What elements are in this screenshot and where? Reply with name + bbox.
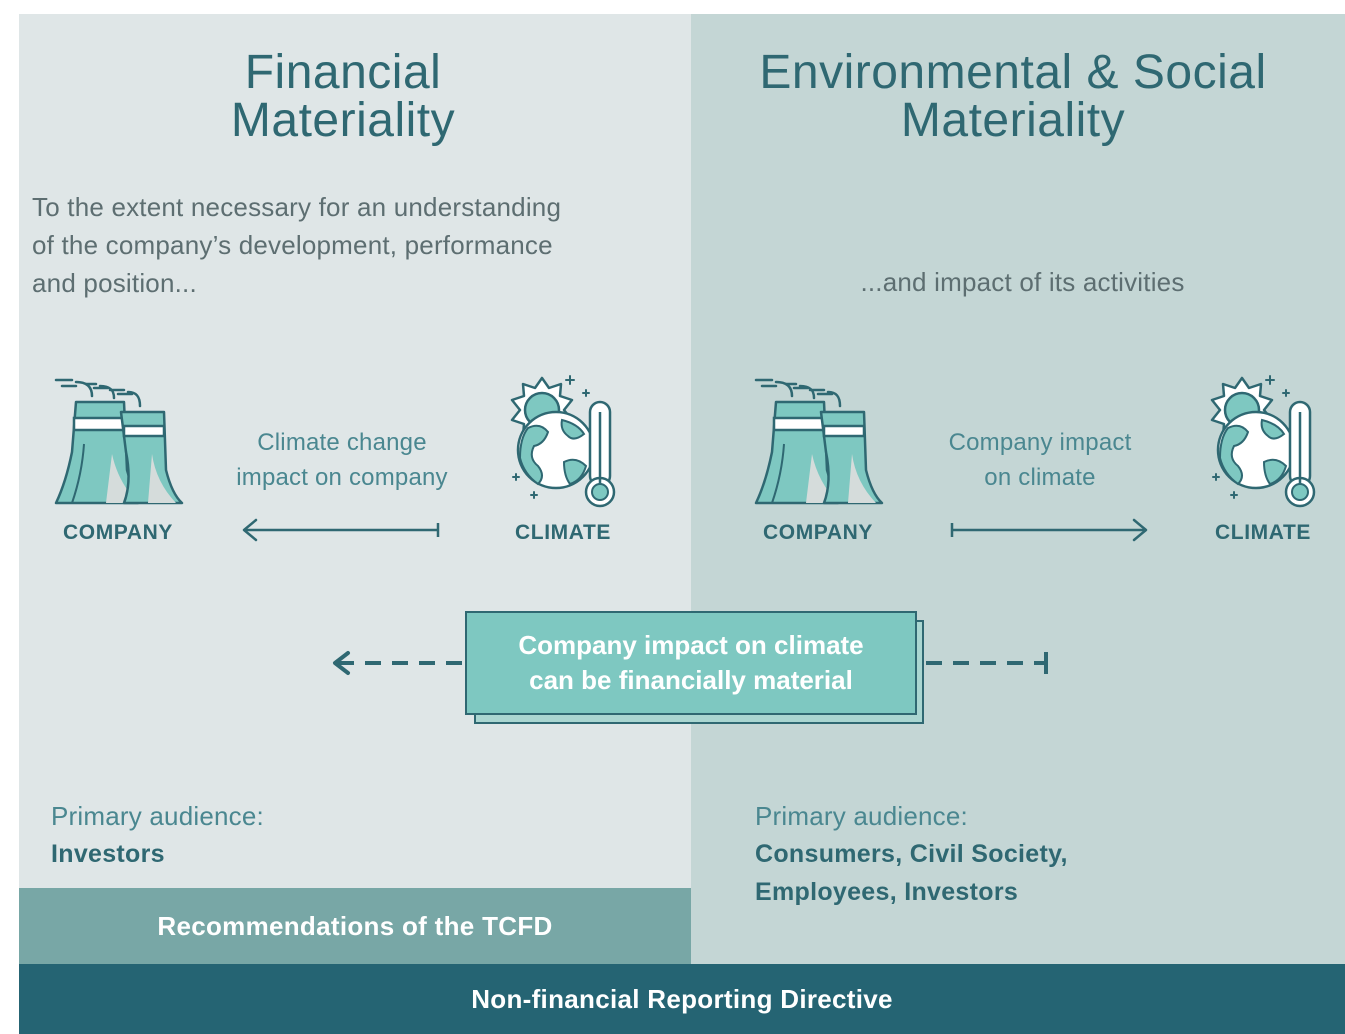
climate-globe-thermometer-icon [498,372,623,512]
right-audience-line2: Employees, Investors [755,878,1019,906]
right-audience-value: Consumers, Civil Society, Employees, Inve… [755,835,1068,911]
left-company-label: COMPANY [63,521,173,544]
financial-materiality-description: To the extent necessary for an understan… [32,188,672,302]
right-flow-line2: on climate [984,464,1096,491]
left-title-line1: Financial [244,46,442,99]
right-title-line1: Environmental & Social [759,46,1267,99]
dashed-connector-right [922,648,1052,678]
left-desc-line3: and position... [32,268,197,298]
left-desc-line1: To the extent necessary for an understan… [32,192,562,222]
left-title-line2: Materiality [230,94,456,147]
arrow-company-to-climate [948,516,1154,544]
left-flow-label: Climate change impact on company [212,425,472,495]
factory-icon [752,374,887,509]
callout-text: Company impact on climate can be financia… [518,628,863,698]
right-audience-label: Primary audience: [755,801,968,831]
dashed-arrow-left [328,648,468,678]
right-audience-line1: Consumers, Civil Society, [755,840,1068,868]
callout-line1: Company impact on climate [518,630,864,660]
right-title-line2: Materiality [900,94,1126,147]
callout-line2: can be financially material [529,665,853,695]
right-flow-line1: Company impact [948,429,1132,456]
nfrd-bar-label: Non-financial Reporting Directive [471,983,893,1014]
tcfd-bar-label: Recommendations of the TCFD [157,910,553,941]
factory-icon [52,374,187,509]
arrow-climate-to-company [240,516,446,544]
left-audience-label: Primary audience: [51,801,264,831]
right-company-label: COMPANY [763,521,873,544]
tcfd-bar: Recommendations of the TCFD [19,888,691,964]
environmental-social-description: ...and impact of its activities [860,267,1185,297]
left-flow-line2: impact on company [236,464,448,491]
left-audience-value: Investors [51,840,165,868]
right-flow-label: Company impact on climate [920,425,1160,495]
left-desc-line2: of the company’s development, performanc… [32,230,553,260]
nfrd-bar: Non-financial Reporting Directive [19,964,1345,1034]
climate-globe-thermometer-icon [1198,372,1323,512]
left-climate-label: CLIMATE [515,521,611,544]
financially-material-callout: Company impact on climate can be financia… [465,611,917,715]
left-flow-line1: Climate change [257,429,427,456]
right-climate-label: CLIMATE [1215,521,1311,544]
